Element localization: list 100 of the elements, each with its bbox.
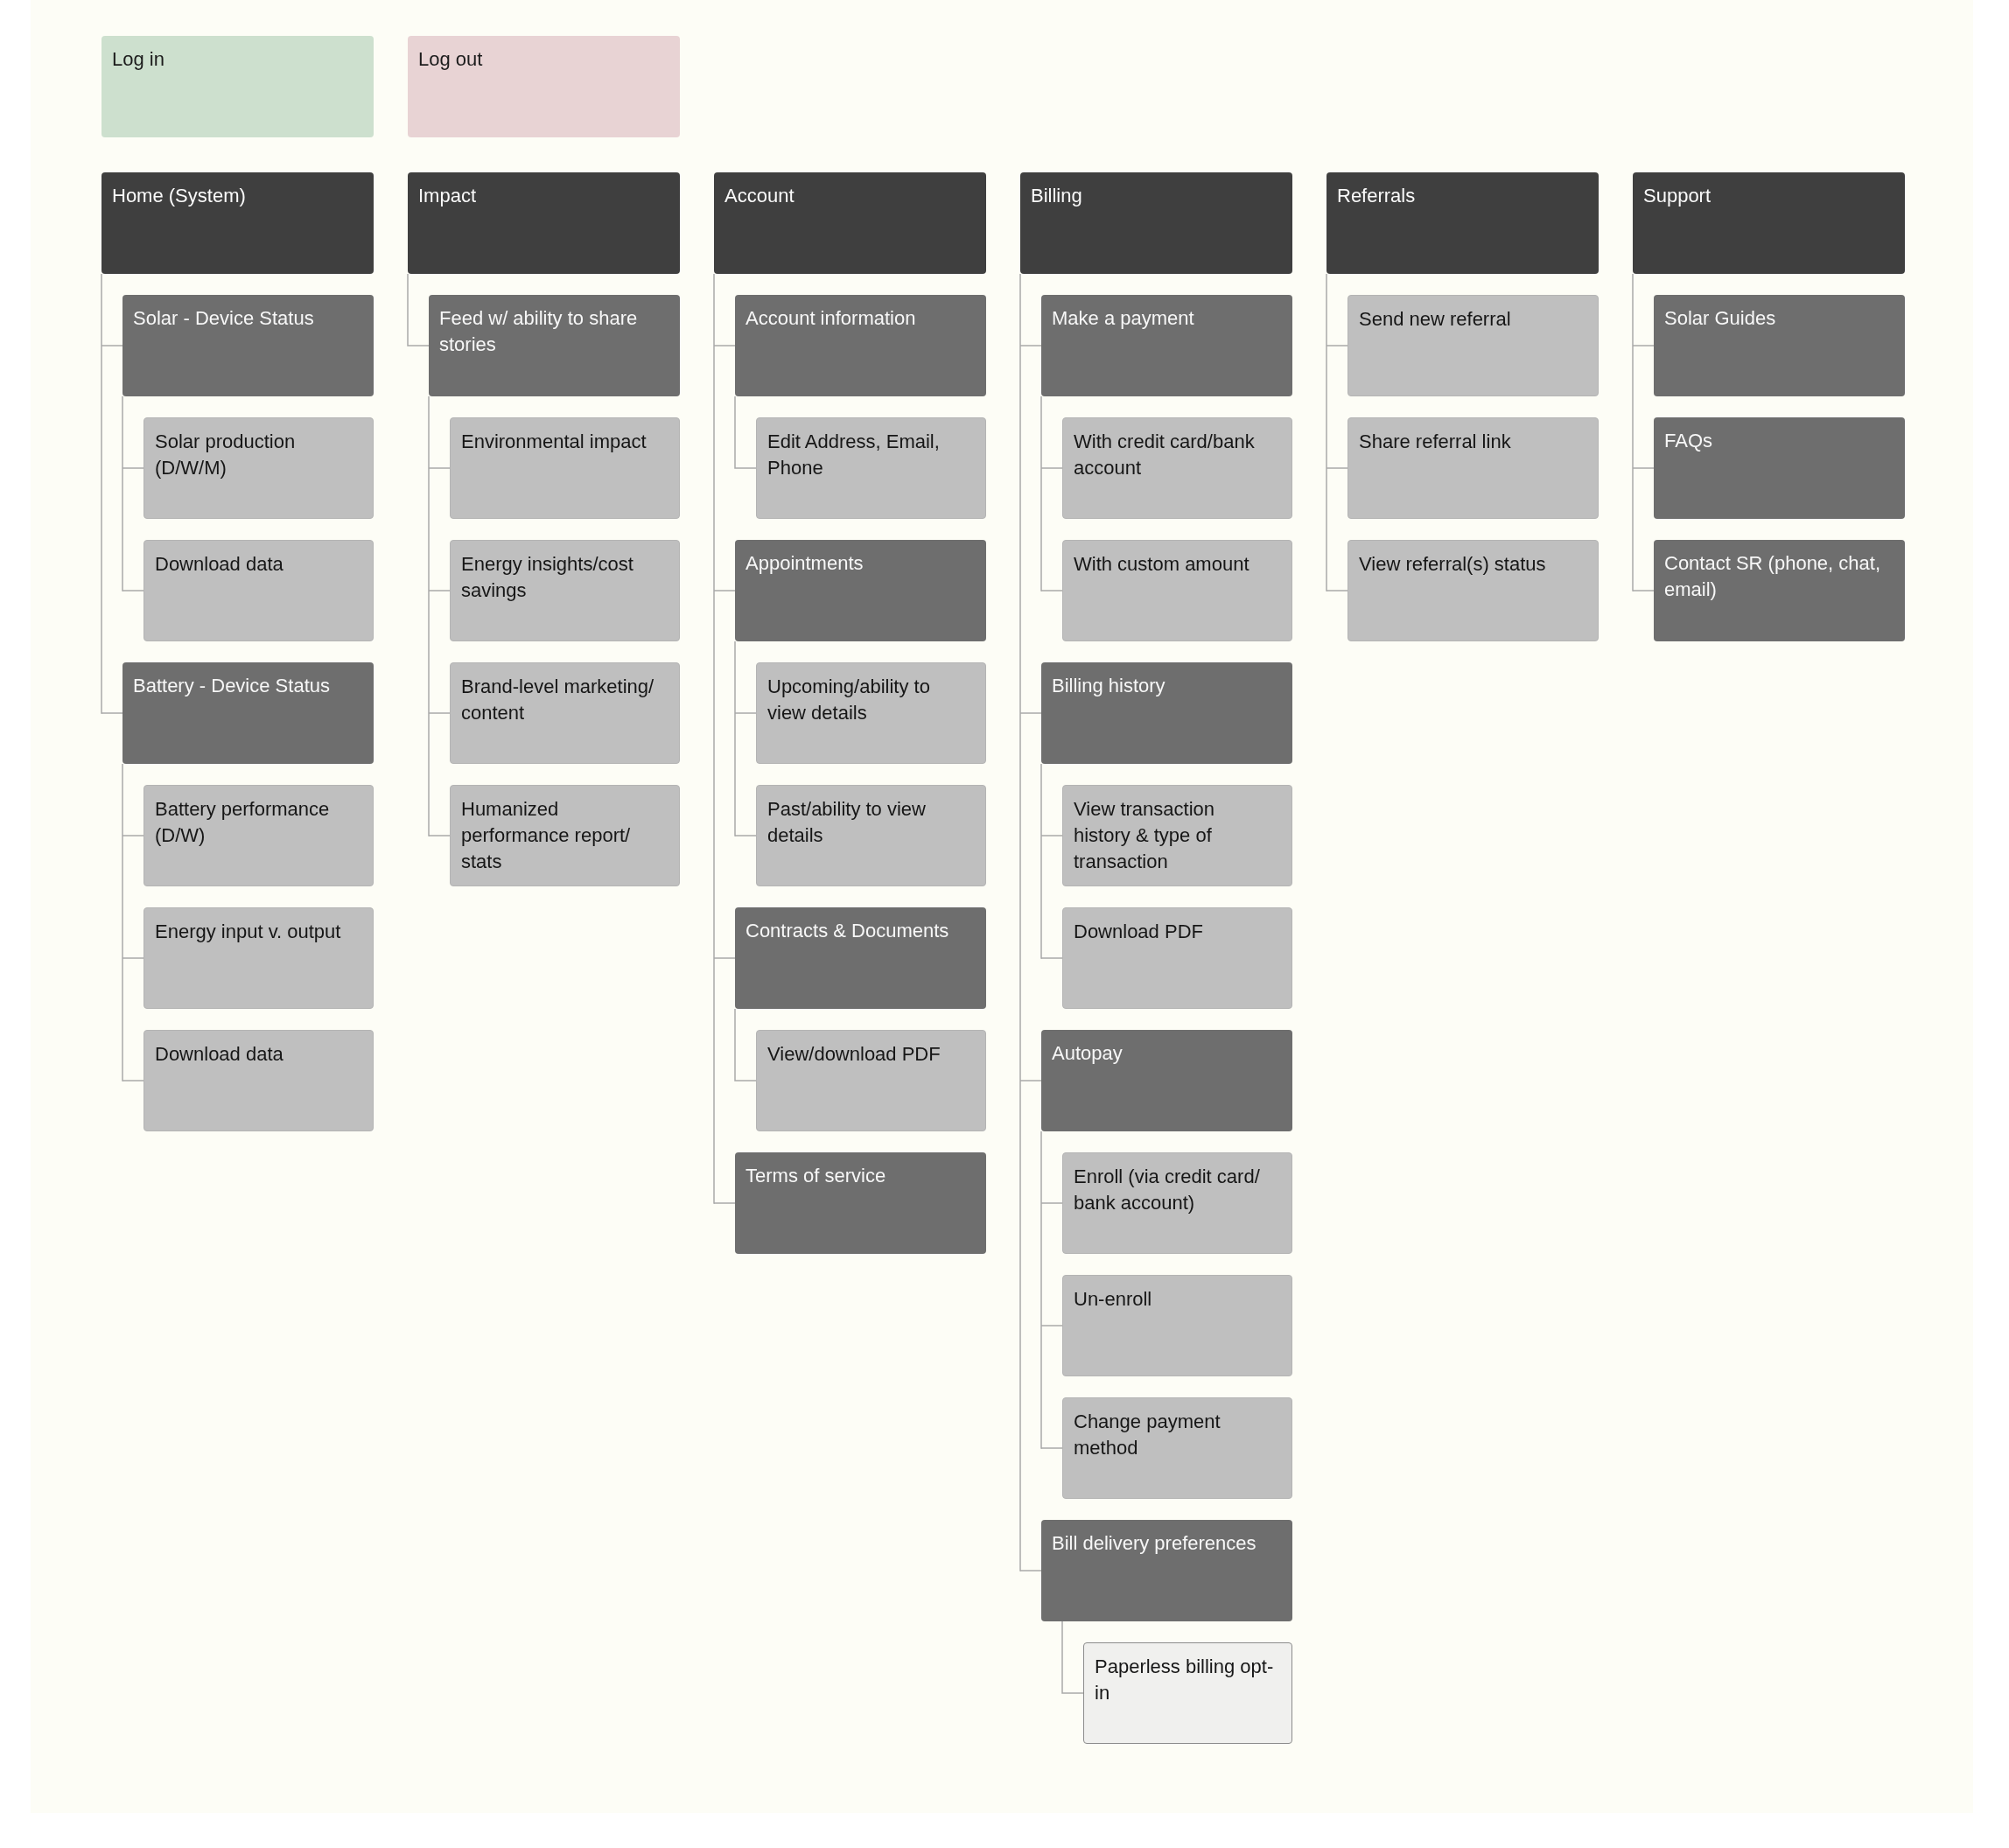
tree-connector [1019, 1570, 1042, 1572]
tree-connector [1040, 1325, 1063, 1326]
tree-connector [1326, 345, 1348, 346]
tree-connector [101, 345, 123, 346]
card-title: View transaction history & type of transaction [1074, 797, 1215, 874]
card-title: Impact [418, 184, 478, 208]
card-title: With credit card/bank account [1074, 430, 1256, 480]
tree-connector [1040, 763, 1042, 960]
feature-card [144, 417, 374, 519]
tree-connector [428, 712, 451, 714]
card-title: Edit Address, Email, Phone [767, 430, 941, 480]
card-title: Appointments [746, 551, 864, 576]
feature-card [756, 417, 986, 519]
tree-connector [713, 957, 736, 959]
tree-connector [1040, 396, 1042, 592]
tree-connector [713, 1202, 736, 1204]
feature-card [144, 785, 374, 886]
tree-connector [101, 273, 102, 715]
card-title: Share referral link [1359, 430, 1512, 454]
tree-connector [122, 835, 144, 836]
tree-connector [1326, 273, 1327, 592]
tree-connector [1040, 1202, 1063, 1204]
section-card [1326, 172, 1599, 274]
feature-card [144, 1030, 374, 1131]
tree-connector [1061, 1620, 1084, 1694]
page-card [1041, 662, 1292, 764]
card-title: With custom amount [1074, 552, 1250, 577]
tree-connector [1326, 467, 1348, 469]
card-title: Un-enroll [1074, 1287, 1153, 1312]
feature-card [1062, 1275, 1292, 1376]
feature-card [144, 907, 374, 1009]
feature-card [1062, 1397, 1292, 1499]
feature-card [450, 540, 680, 641]
card-title: Feed w/ ability to share stories [439, 306, 639, 357]
tree-connector [734, 712, 757, 714]
tree-connector [122, 396, 123, 592]
card-title: Log out [418, 47, 484, 72]
section-card [1633, 172, 1905, 274]
card-title: Past/ability to view details [767, 797, 927, 848]
card-title: Upcoming/ability to view details [767, 675, 931, 725]
tree-connector [101, 712, 123, 714]
card-title: Autopay [1052, 1041, 1124, 1066]
tree-connector [122, 1080, 144, 1082]
page-card [1654, 295, 1905, 396]
card-title: Battery performance (D/W) [155, 797, 331, 848]
card-title: Enroll (via credit card/ bank account) [1074, 1165, 1261, 1215]
tree-connector [428, 835, 451, 836]
status-card [408, 36, 680, 137]
tree-connector [1040, 467, 1063, 469]
feature-card [450, 662, 680, 764]
page-card [1041, 1030, 1292, 1131]
feature-card [1348, 540, 1599, 641]
tree-connector [1632, 273, 1634, 592]
tree-connector [1040, 835, 1063, 836]
tree-connector [1019, 1080, 1042, 1082]
card-title: Contact SR (phone, chat, email) [1664, 551, 1882, 602]
page-card [1041, 295, 1292, 396]
tree-connector [1019, 273, 1021, 1572]
tree-connector [1040, 957, 1063, 959]
tree-connector [1632, 590, 1655, 592]
card-title: Solar Guides [1664, 306, 1777, 331]
card-title: Download data [155, 552, 284, 577]
tree-connector [734, 640, 736, 837]
tree-connector [122, 957, 144, 959]
tree-connector [122, 467, 144, 469]
tree-connector [713, 273, 715, 1205]
tree-connector [1019, 712, 1042, 714]
card-title: Energy insights/cost savings [461, 552, 634, 603]
feature-card [450, 785, 680, 886]
card-title: Brand-level marketing/ content [461, 675, 655, 725]
feature-card [756, 785, 986, 886]
card-title: Home (System) [112, 184, 247, 208]
feature-card [756, 662, 986, 764]
section-card [102, 172, 374, 274]
card-title: View/download PDF [767, 1042, 942, 1067]
page-card [122, 662, 374, 764]
tree-connector [734, 396, 757, 469]
feature-card [1062, 417, 1292, 519]
section-card [408, 172, 680, 274]
option-card [1083, 1642, 1292, 1744]
section-card [1020, 172, 1292, 274]
page-card [1041, 1520, 1292, 1621]
card-title: Support [1643, 184, 1712, 208]
card-title: Solar production (D/W/M) [155, 430, 297, 480]
card-title: Battery - Device Status [133, 674, 331, 698]
feature-card [1062, 1152, 1292, 1254]
card-title: Solar - Device Status [133, 306, 315, 331]
tree-connector [428, 590, 451, 592]
page-card [1654, 417, 1905, 519]
card-title: Billing history [1052, 674, 1166, 698]
card-title: Download data [155, 1042, 284, 1067]
tree-connector [1326, 590, 1348, 592]
card-title: Billing [1031, 184, 1083, 208]
card-title: Download PDF [1074, 920, 1204, 944]
feature-card [1062, 785, 1292, 886]
card-title: Referrals [1337, 184, 1417, 208]
tree-connector [1632, 345, 1655, 346]
card-title: FAQs [1664, 429, 1713, 453]
card-title: Terms of service [746, 1164, 887, 1188]
tree-connector [1632, 467, 1655, 469]
